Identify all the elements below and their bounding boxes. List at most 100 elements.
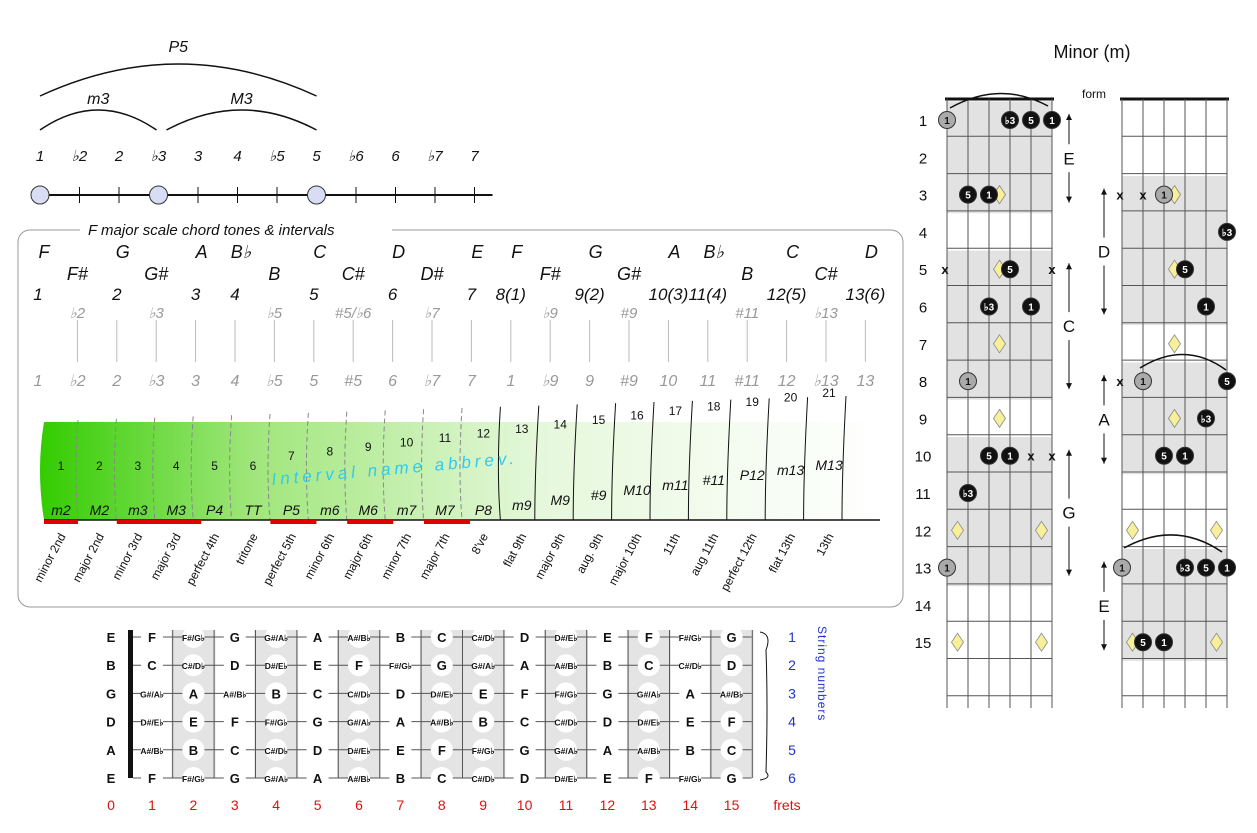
inlay-diamond-icon [1126, 520, 1139, 541]
chord-note-degree: ♭3 [984, 303, 995, 314]
chord-note-degree: 1 [1049, 116, 1055, 127]
degree-label: ♭2 [70, 305, 86, 322]
string-number: 3 [788, 685, 796, 701]
note-backdrop [596, 767, 619, 789]
neck-fret-number: 3 [919, 188, 927, 205]
grey-degree: 1 [506, 373, 515, 390]
degree-label: 7 [467, 285, 477, 304]
note-backdrop [720, 654, 743, 677]
fret-note: F#/G♭ [679, 774, 702, 784]
fret-note: F [645, 771, 653, 786]
semitone-count: 2 [96, 459, 103, 473]
panel-title-backdrop [80, 222, 392, 238]
chord-note-degree: ♭3 [1180, 564, 1191, 575]
semitone-count: 7 [288, 449, 295, 463]
interval-abbrev: m11 [662, 477, 688, 493]
down-arrow-icon [1066, 196, 1072, 203]
degree-label: 1 [33, 285, 42, 304]
note-backdrop [472, 682, 495, 705]
interval-divider [611, 403, 617, 521]
semitone-count: 21 [822, 386, 836, 400]
fret-note: A#/B♭ [347, 633, 370, 643]
degree-label: 6 [388, 285, 398, 304]
note-name-sharp: G# [144, 264, 169, 284]
degree-label: 10(3) [649, 285, 689, 304]
fret-note: D#/E♭ [430, 689, 453, 699]
fret-note: F#/G♭ [182, 633, 205, 643]
grey-degree: #11 [734, 373, 760, 390]
fret-note: C#/D♭ [182, 661, 205, 671]
fret-note: A [603, 743, 613, 758]
chord-note-dot [1022, 111, 1040, 129]
note-backdrop [141, 682, 163, 705]
chord-note-dot [1113, 558, 1131, 577]
fret-note: F#/G♭ [182, 774, 205, 784]
chord-note-dot [980, 297, 998, 316]
fret-note: E [313, 658, 322, 673]
chord-note-degree: 5 [1182, 265, 1188, 276]
string-number: 1 [788, 629, 796, 645]
chord-note-degree: 5 [1140, 638, 1146, 649]
degree-label: 4 [230, 285, 239, 304]
note-backdrop [348, 767, 370, 789]
interval-abbrev: M9 [550, 492, 570, 508]
interval-arc-label: m3 [87, 91, 109, 108]
fret-note: C#/D♭ [554, 718, 577, 728]
note-backdrop [389, 626, 412, 648]
form-shade [947, 437, 1052, 587]
fret-note: C#/D♭ [347, 689, 370, 699]
chord-tone-dot [307, 185, 326, 205]
chord-note-dot [1197, 409, 1215, 428]
fret-note: B [686, 743, 695, 758]
note-backdrop [265, 710, 288, 733]
degree-label: ♭7 [424, 305, 440, 322]
note-backdrop [679, 654, 702, 677]
note-name: D [865, 242, 878, 262]
down-arrow-icon [1066, 383, 1072, 390]
fret-note: D [727, 658, 736, 673]
note-backdrop [389, 710, 412, 733]
chord-note-degree: ♭3 [1201, 414, 1212, 425]
scale-degree: 1 [36, 148, 44, 165]
note-backdrop [513, 710, 536, 733]
fret-note: A#/B♭ [430, 718, 453, 728]
note-backdrop [141, 710, 163, 733]
chord-note-degree: ♭3 [1222, 228, 1233, 239]
open-string-note: A [106, 743, 116, 758]
note-backdrop [637, 710, 660, 733]
neck-fret-number: 9 [919, 411, 927, 428]
panel-title: F major scale chord tones & intervals [88, 222, 335, 239]
degree-label: ♭13 [814, 305, 838, 322]
grey-degree: 4 [231, 373, 240, 390]
interval-divider [229, 415, 233, 521]
note-backdrop [141, 767, 163, 789]
fret-note: D#/E♭ [348, 746, 371, 756]
fret-number: 15 [724, 797, 740, 813]
grey-degree: 6 [388, 373, 397, 390]
chord-note-degree: 1 [1161, 638, 1167, 649]
fret-number: 2 [190, 797, 198, 813]
interval-divider [497, 406, 501, 521]
note-backdrop [306, 654, 329, 677]
note-name-sharp: C# [342, 264, 366, 284]
semitone-count: 8 [326, 445, 333, 459]
semitone-count: 5 [211, 459, 218, 473]
degree-label: 2 [111, 285, 122, 304]
semitone-count: 6 [250, 459, 257, 473]
scale-degree: 6 [391, 148, 400, 165]
note-backdrop [389, 654, 412, 677]
chord-note-degree: 5 [1203, 564, 1209, 575]
interval-divider [841, 395, 847, 521]
chord-note-dot [959, 372, 977, 391]
note-name: D [392, 242, 405, 262]
note-backdrop [141, 654, 163, 677]
inlay-diamond-icon [1210, 632, 1223, 652]
note-name-sharp: D# [420, 264, 444, 284]
fret-note: D [603, 715, 612, 730]
note-name: F [39, 242, 51, 262]
fret-note: A#/B♭ [223, 689, 246, 699]
note-backdrop [389, 738, 412, 761]
neck-fret-number: 7 [919, 337, 927, 354]
chord-note-dot [1134, 633, 1152, 652]
